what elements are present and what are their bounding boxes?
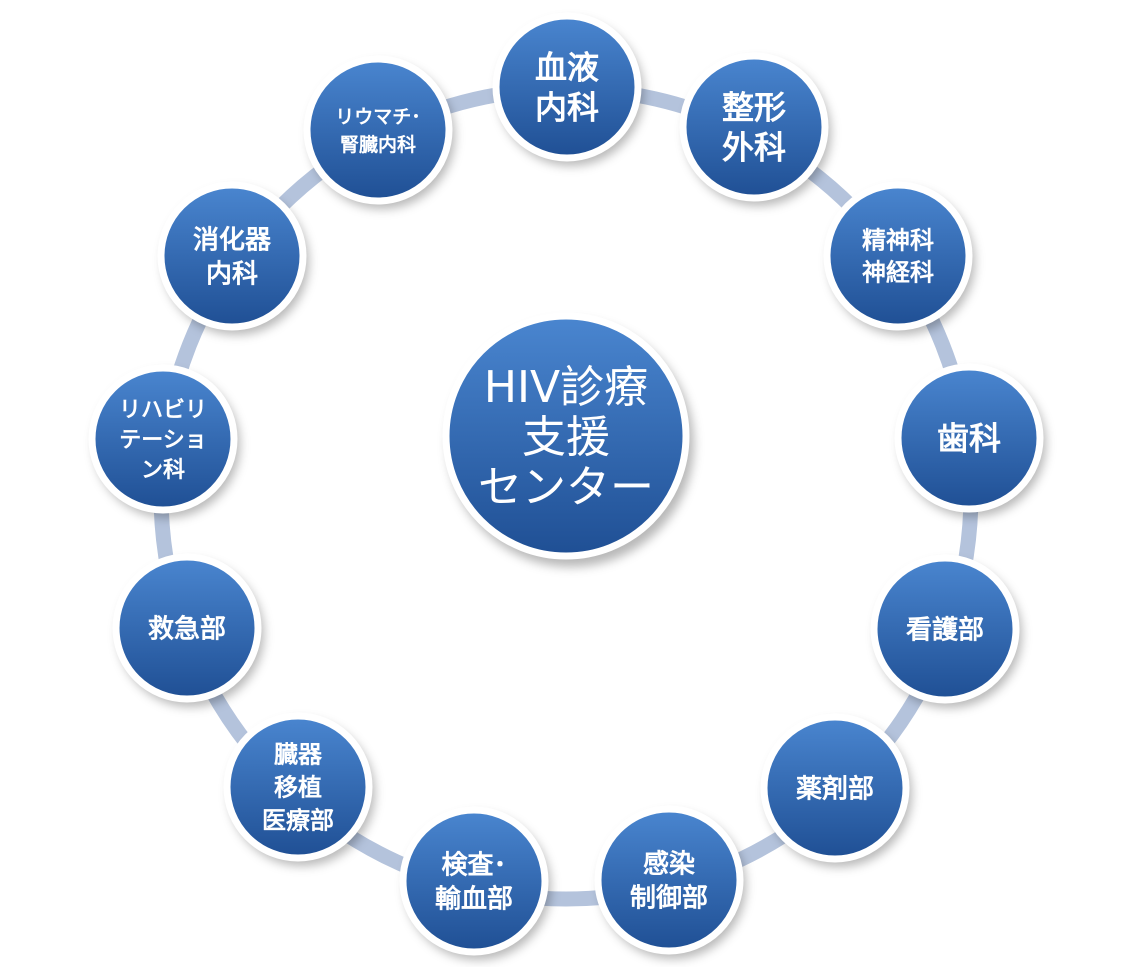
department-nodes: 血液内科整形外科精神科神経科歯科看護部薬剤部感染制御部検査･輸血部臓器移植医療部…	[88, 12, 1046, 960]
department-label-line: 歯科	[937, 420, 1001, 458]
department-node-laboratory-transfusion: 検査･輸血部	[399, 806, 551, 960]
node-circle	[594, 805, 744, 955]
department-label-line: ン科	[141, 458, 185, 483]
department-label-line: 移植	[274, 774, 322, 802]
node-circle	[303, 55, 453, 205]
department-label-line: 内科	[535, 89, 599, 127]
department-label-line: 血液	[535, 49, 599, 87]
department-node-rheumatology-nephrology: リウマチ･ 腎臓内科	[303, 55, 455, 209]
department-label-line: 看護部	[906, 614, 984, 645]
center-label-line: 支援	[522, 412, 610, 463]
department-node-nursing: 看護部	[870, 554, 1022, 708]
department-label-line: リウマチ･	[335, 106, 421, 128]
node-circle	[223, 712, 373, 862]
node-circle	[823, 181, 973, 331]
department-node-emergency: 救急部	[112, 553, 264, 707]
department-label-line: 外科	[722, 129, 786, 167]
node-circle	[894, 363, 1044, 513]
node-circle	[157, 181, 307, 331]
department-node-dentistry: 歯科	[894, 363, 1046, 517]
node-circle	[679, 52, 829, 202]
center-circle	[442, 312, 690, 560]
node-circle	[88, 364, 238, 514]
department-label-line: 精神科	[862, 227, 934, 255]
department-label-line: 制御部	[630, 882, 708, 913]
department-label-line: 薬剤部	[796, 773, 874, 804]
node-circle	[870, 554, 1020, 704]
node-circle	[760, 713, 910, 863]
department-label-line: 救急部	[148, 614, 226, 644]
node-circle	[399, 806, 549, 956]
department-label-line: 神経科	[862, 259, 934, 287]
department-label-line: リハビリ	[119, 398, 207, 423]
node-circle	[112, 553, 262, 703]
department-label-line: 腎臓内科	[340, 133, 416, 156]
department-label-line: 内科	[206, 259, 258, 289]
center-label-line: HIV診療	[484, 362, 648, 413]
department-label-line: 感染	[643, 849, 695, 879]
department-label-line: 輸血部	[435, 883, 513, 914]
center-label-line: センター	[478, 462, 654, 513]
node-circle	[492, 12, 642, 162]
department-label-line: 医療部	[262, 807, 334, 835]
department-node-pharmacy: 薬剤部	[760, 713, 912, 867]
department-label-line: 整形	[722, 89, 786, 127]
department-label-line: 検査･	[441, 850, 506, 880]
department-label-line: テーショ	[119, 428, 207, 453]
department-label-line: 消化器	[193, 225, 272, 255]
department-label-line: 臓器	[274, 741, 323, 769]
